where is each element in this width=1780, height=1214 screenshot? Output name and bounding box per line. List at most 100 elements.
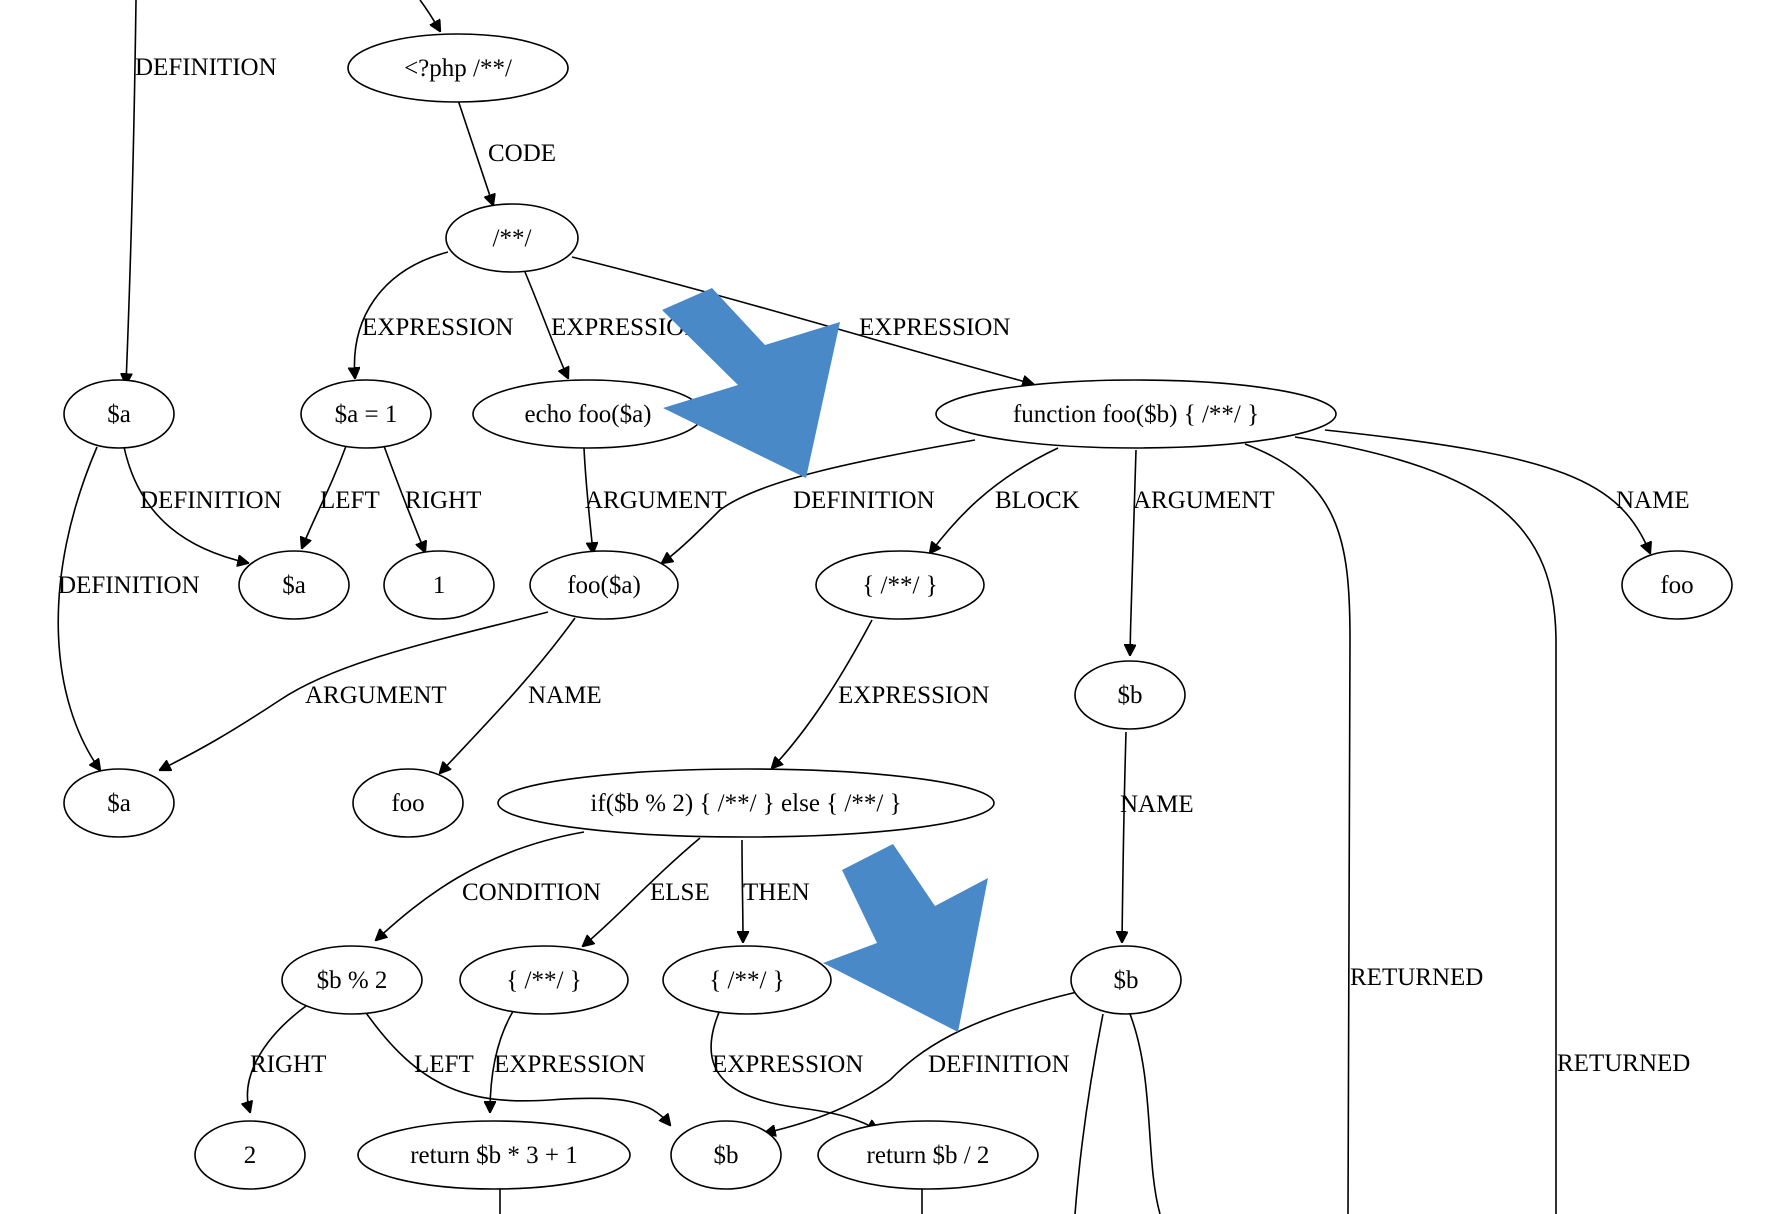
svg-text:$b: $b [714,1142,739,1169]
edge-code [457,99,493,205]
svg-text:{ /**/ }: { /**/ } [862,572,937,599]
edge-label-definition-a: DEFINITION [140,487,282,514]
node-b-use[interactable]: $b [670,1120,782,1190]
edge-definition-func [662,439,976,563]
edge-argument-call [160,611,549,770]
edge-expression-else [490,1007,516,1112]
svg-text:$a: $a [282,572,306,599]
edge-b-down-2 [1129,1013,1161,1214]
svg-text:$b: $b [1114,967,1139,994]
node-literal-one[interactable]: 1 [383,550,495,620]
edge-returned-1 [1244,443,1351,1214]
node-then-block[interactable]: { /**/ } [662,945,832,1015]
highlight-arrows [662,288,988,1032]
edge-label-left-cond: LEFT [414,1051,474,1078]
edge-label-right-cond: RIGHT [250,1051,326,1078]
edge-then [742,839,743,942]
svg-text:return $b * 3 + 1: return $b * 3 + 1 [410,1142,578,1169]
edge-definition-b [765,991,1078,1133]
node-else-block[interactable]: { /**/ } [459,945,629,1015]
edge-argument-echo [583,447,593,553]
node-function-block[interactable]: { /**/ } [815,550,985,620]
edge-label-condition: CONDITION [462,879,601,906]
edge-label-definition-func: DEFINITION [793,487,935,514]
node-function-def[interactable]: function foo($b) { /**/ } [935,379,1337,449]
edge-expression-then [710,1009,878,1130]
edge-definition-a2 [57,446,100,770]
edge-expression-echo [524,271,568,378]
edge-returned-2 [1294,436,1557,1214]
edge-name-func [1324,429,1650,553]
edges [57,0,1650,1214]
edge-left-cond [363,1009,670,1125]
edge-label-name-func: NAME [1616,487,1690,514]
edge-label-expression-then: EXPRESSION [712,1051,863,1078]
node-call[interactable]: foo($a) [529,550,679,620]
node-a-var-left[interactable]: $a [63,379,175,449]
edge-label-then: THEN [743,879,810,906]
edge-definition-top [126,0,137,384]
edge-name-call [440,617,576,773]
svg-text:$a: $a [107,790,131,817]
edge-label-returned-2: RETURNED [1557,1050,1690,1077]
svg-text:{ /**/ }: { /**/ } [709,967,784,994]
svg-text:2: 2 [244,1142,257,1169]
edge-block [930,447,1059,553]
edge-label-else: ELSE [650,879,710,906]
edge-condition [376,831,585,940]
svg-text:$a: $a [107,401,131,428]
node-if-statement[interactable]: if($b % 2) { /**/ } else { /**/ } [497,768,995,838]
svg-text:function foo($b) { /**/ }: function foo($b) { /**/ } [1013,401,1259,428]
edge-label-expression-3: EXPRESSION [859,314,1010,341]
node-php-open[interactable]: <?php /**/ [347,33,569,103]
node-foo-name-right[interactable]: foo [1621,550,1733,620]
svg-text:echo foo($a): echo foo($a) [524,401,651,428]
highlight-arrow-icon [662,288,840,478]
edge-expression-func [571,256,1033,384]
node-return-2[interactable]: return $b / 2 [817,1120,1039,1190]
node-condition[interactable]: $b % 2 [281,945,423,1015]
edge-label-argument-func: ARGUMENT [1133,487,1275,514]
svg-text:return $b / 2: return $b / 2 [867,1142,990,1169]
svg-text:foo: foo [391,790,424,817]
svg-text:if($b % 2) { /**/ } else { /**: if($b % 2) { /**/ } else { /**/ } [590,790,901,817]
node-echo[interactable]: echo foo($a) [472,379,704,449]
edge-label-expression-block: EXPRESSION [838,682,989,709]
edge-label-name-call: NAME [528,682,602,709]
edge-name-b [1122,731,1126,942]
edge-b-down-1 [1074,1013,1104,1214]
edge-left [302,445,347,548]
edge-incoming-php [419,0,440,31]
svg-text:foo($a): foo($a) [567,572,641,599]
node-a-var-mid[interactable]: $a [238,550,350,620]
node-b-def[interactable]: $b [1070,945,1182,1015]
edge-label-code: CODE [488,140,556,167]
svg-text:$b: $b [1118,682,1143,709]
node-literal-two[interactable]: 2 [194,1120,306,1190]
edge-label-argument-call: ARGUMENT [305,682,447,709]
edge-else [583,837,701,946]
edge-label-right: RIGHT [405,487,481,514]
node-b-arg[interactable]: $b [1074,660,1186,730]
edge-right [383,445,425,552]
edge-label-returned-1: RETURNED [1350,964,1483,991]
edge-label-definition-b: DEFINITION [928,1051,1070,1078]
svg-text:1: 1 [433,572,446,599]
svg-text:<?php /**/: <?php /**/ [404,55,512,82]
svg-text:/**/: /**/ [493,225,532,252]
node-block-top[interactable]: /**/ [445,203,579,273]
edge-label-argument-echo: ARGUMENT [585,487,727,514]
edge-argument-func [1130,449,1137,655]
svg-text:foo: foo [1660,572,1693,599]
nodes: <?php /**/ /**/ $a $a = 1 echo foo($a) f… [63,33,1733,1190]
node-assign[interactable]: $a = 1 [300,379,432,449]
edge-label-definition-top: DEFINITION [135,54,277,81]
edge-right-cond [247,1005,307,1112]
edge-label-expression-1: EXPRESSION [362,314,513,341]
highlight-arrow-icon [823,844,988,1032]
node-foo-name-mid[interactable]: foo [352,768,464,838]
node-a-var-bottom[interactable]: $a [63,768,175,838]
node-return-1[interactable]: return $b * 3 + 1 [357,1120,631,1190]
edge-label-expression-else: EXPRESSION [494,1051,645,1078]
